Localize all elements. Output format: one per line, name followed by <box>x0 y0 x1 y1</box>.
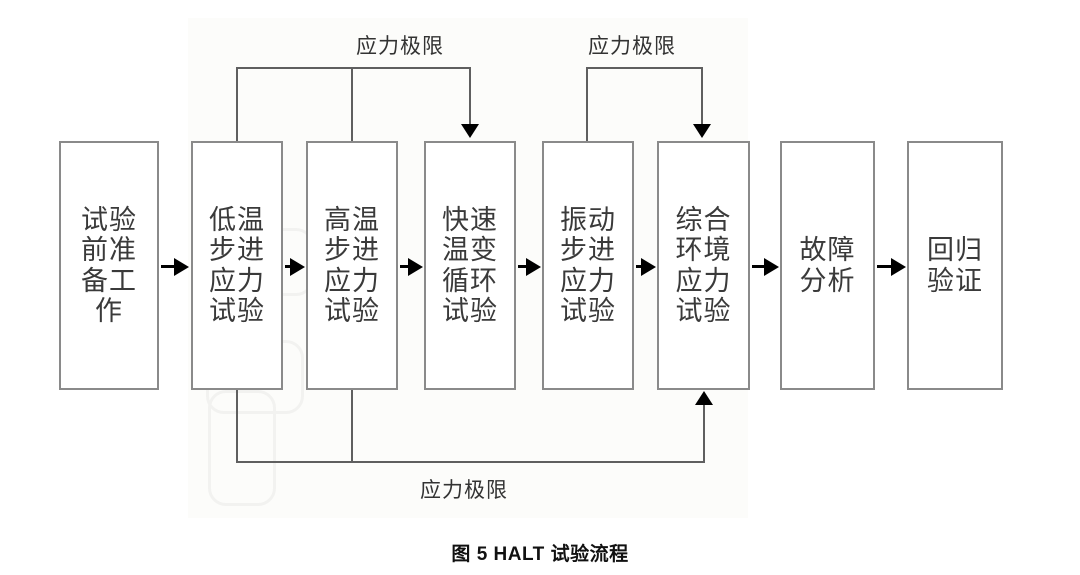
loop-bottom-label: 应力极限 <box>420 478 508 502</box>
process-box-temp-cycle-label: 快速 温变 循环 试验 <box>442 205 498 326</box>
loop-top-left-descender <box>469 67 471 125</box>
process-box-fault[interactable]: 故障 分析 <box>780 141 875 390</box>
loop-bottom-horizontal <box>236 461 705 463</box>
loop-top-left-arrowhead <box>461 124 479 138</box>
loop-top-right-riser-vibration <box>586 67 588 143</box>
process-box-high-temp-label: 高温 步进 应力 试验 <box>324 205 380 326</box>
loop-top-right-descender <box>701 67 703 125</box>
process-box-combined-label: 综合 环境 应力 试验 <box>675 205 732 326</box>
process-box-high-temp[interactable]: 高温 步进 应力 试验 <box>306 141 398 390</box>
loop-top-left-riser-high-temp <box>351 67 353 143</box>
figure-caption: 图 5 HALT 试验流程 <box>451 544 629 565</box>
loop-bottom-dropper-high-temp <box>351 390 353 463</box>
process-box-prep[interactable]: 试验 前准 备工 作 <box>59 141 159 390</box>
process-box-prep-label: 试验 前准 备工 作 <box>81 205 137 326</box>
process-box-low-temp[interactable]: 低温 步进 应力 试验 <box>191 141 283 390</box>
loop-top-right-horizontal <box>586 67 703 69</box>
loop-top-right-arrowhead <box>693 124 711 138</box>
loop-bottom-dropper-low-temp <box>236 390 238 463</box>
loop-top-left-riser-low-temp <box>236 67 238 143</box>
process-box-regression-label: 回归 验证 <box>927 235 983 296</box>
process-box-temp-cycle[interactable]: 快速 温变 循环 试验 <box>424 141 516 390</box>
loop-bottom-arrowhead <box>695 391 713 405</box>
loop-top-left-label: 应力极限 <box>356 34 444 58</box>
process-box-vibration-label: 振动 步进 应力 试验 <box>560 205 616 326</box>
process-box-low-temp-label: 低温 步进 应力 试验 <box>209 205 265 326</box>
watermark-artifact <box>208 390 276 506</box>
loop-top-right-label: 应力极限 <box>588 34 676 58</box>
process-box-combined[interactable]: 综合 环境 应力 试验 <box>657 141 750 390</box>
loop-bottom-riser-combined <box>703 404 705 462</box>
process-box-vibration[interactable]: 振动 步进 应力 试验 <box>542 141 634 390</box>
process-box-fault-label: 故障 分析 <box>799 235 856 296</box>
loop-top-left-horizontal <box>236 67 471 69</box>
process-box-regression[interactable]: 回归 验证 <box>907 141 1003 390</box>
